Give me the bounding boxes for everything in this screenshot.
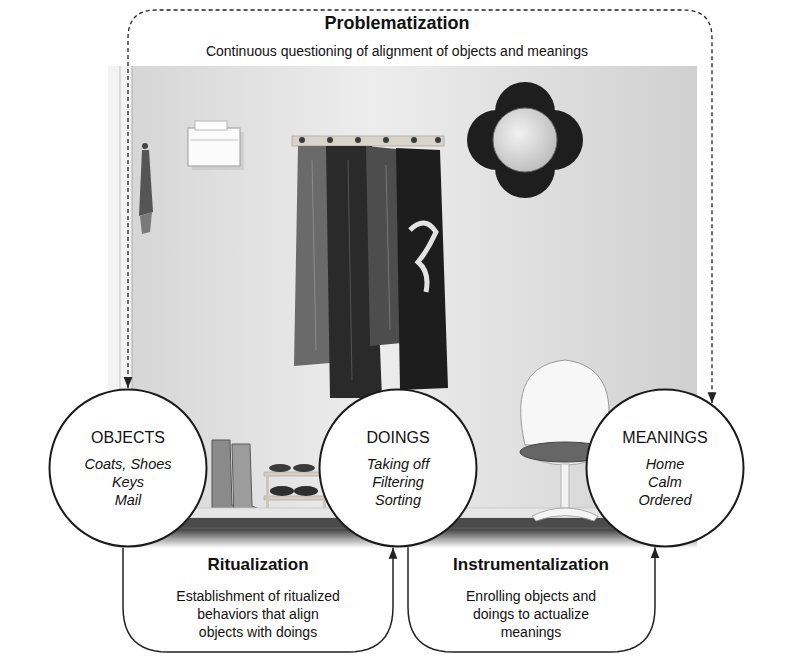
circle-border xyxy=(587,390,744,547)
hanging-keys xyxy=(139,143,153,234)
mail-holder-part xyxy=(190,140,238,141)
coat-rack-part xyxy=(355,137,361,143)
text-line: Establishment of ritualized xyxy=(176,587,339,605)
boots xyxy=(212,440,264,518)
edge-label-anchor: Ritualization xyxy=(204,555,311,575)
process-name: Problematization xyxy=(321,13,472,34)
coat-rack-part xyxy=(299,137,305,143)
edge-label-anchor: Instrumentalization xyxy=(450,555,612,575)
hanging-keys-part xyxy=(142,143,148,149)
text-line: Filtering xyxy=(367,473,429,491)
circle-content: MEANINGS Home Calm Ordered xyxy=(622,428,707,509)
coats-part xyxy=(410,223,436,292)
text-line: Taking off xyxy=(367,455,429,473)
chair-part xyxy=(532,508,598,521)
text-line: doings to actualize xyxy=(466,605,596,623)
concept-examples: Taking off Filtering Sorting xyxy=(367,455,429,509)
concept-heading: OBJECTS xyxy=(91,428,165,447)
circle-border xyxy=(320,390,477,547)
shoe-rack-part xyxy=(264,472,328,476)
note-anchor: Enrolling objects and doings to actualiz… xyxy=(466,587,596,641)
coat-rack-part xyxy=(411,137,417,143)
coat-rack xyxy=(292,136,444,146)
concept-examples: Home Calm Ordered xyxy=(638,455,691,509)
shoe-rack-part xyxy=(264,496,328,500)
boots-part xyxy=(232,444,264,518)
coats-part xyxy=(348,160,352,380)
process-description: Enrolling objects and doings to actualiz… xyxy=(466,587,596,641)
process-arrow xyxy=(408,547,655,652)
concept-circle: OBJECTS Coats, Shoes Keys Mail xyxy=(48,388,208,548)
connectors xyxy=(123,10,712,652)
shoe-rack-part xyxy=(270,486,294,496)
hanging-keys-part xyxy=(139,150,153,216)
concept-heading: MEANINGS xyxy=(622,428,707,447)
chair-part xyxy=(561,464,569,508)
coats-part xyxy=(396,148,448,390)
mail-holder-part xyxy=(188,128,240,166)
process-name: Instrumentalization xyxy=(450,555,612,575)
mirror xyxy=(467,82,583,198)
circle-content: DOINGS Taking off Filtering Sorting xyxy=(366,428,429,509)
text-line: meanings xyxy=(466,623,596,641)
coat-rack-part xyxy=(383,137,389,143)
concept-examples: Coats, Shoes Keys Mail xyxy=(84,455,171,509)
text-line: Home xyxy=(638,455,691,473)
coat-rack-part xyxy=(327,137,333,143)
mail-holder xyxy=(188,121,244,170)
shoe-rack-part xyxy=(269,464,291,472)
note-anchor: Continuous questioning of alignment of o… xyxy=(206,42,588,60)
process-description: Establishment of ritualized behaviors th… xyxy=(176,587,339,641)
dashed-feedback-arrow xyxy=(128,10,712,403)
text-line: objects with doings xyxy=(176,623,339,641)
note-anchor: Establishment of ritualized behaviors th… xyxy=(176,587,339,641)
text-line: Ordered xyxy=(638,491,691,509)
edge-label-anchor: Problematization xyxy=(321,13,472,34)
text-line: Coats, Shoes xyxy=(84,455,171,473)
text-line: Enrolling objects and xyxy=(466,587,596,605)
concept-circle: DOINGS Taking off Filtering Sorting xyxy=(318,388,478,548)
text-line: behaviors that align xyxy=(176,605,339,623)
process-description: Continuous questioning of alignment of o… xyxy=(206,42,588,60)
mail-holder-part xyxy=(195,121,227,130)
concept-circle: MEANINGS Home Calm Ordered xyxy=(585,388,745,548)
mirror-part xyxy=(493,108,557,172)
circle-border xyxy=(50,390,207,547)
circle-content: OBJECTS Coats, Shoes Keys Mail xyxy=(84,428,171,509)
coats-part xyxy=(386,165,390,330)
hanging-keys-part xyxy=(140,212,152,234)
concept-heading: DOINGS xyxy=(366,428,429,447)
text-line: Mail xyxy=(84,491,171,509)
coats-part xyxy=(312,160,316,350)
text-line: Calm xyxy=(638,473,691,491)
coat-rack-part xyxy=(435,137,441,143)
coat-rack-part xyxy=(292,136,444,146)
shoe-rack-part xyxy=(293,464,315,472)
shoe-rack-part xyxy=(294,486,318,496)
text-line: Sorting xyxy=(367,491,429,509)
process-arrow xyxy=(123,548,393,652)
text-line: Keys xyxy=(84,473,171,491)
process-name: Ritualization xyxy=(204,555,311,575)
coats xyxy=(294,146,448,398)
